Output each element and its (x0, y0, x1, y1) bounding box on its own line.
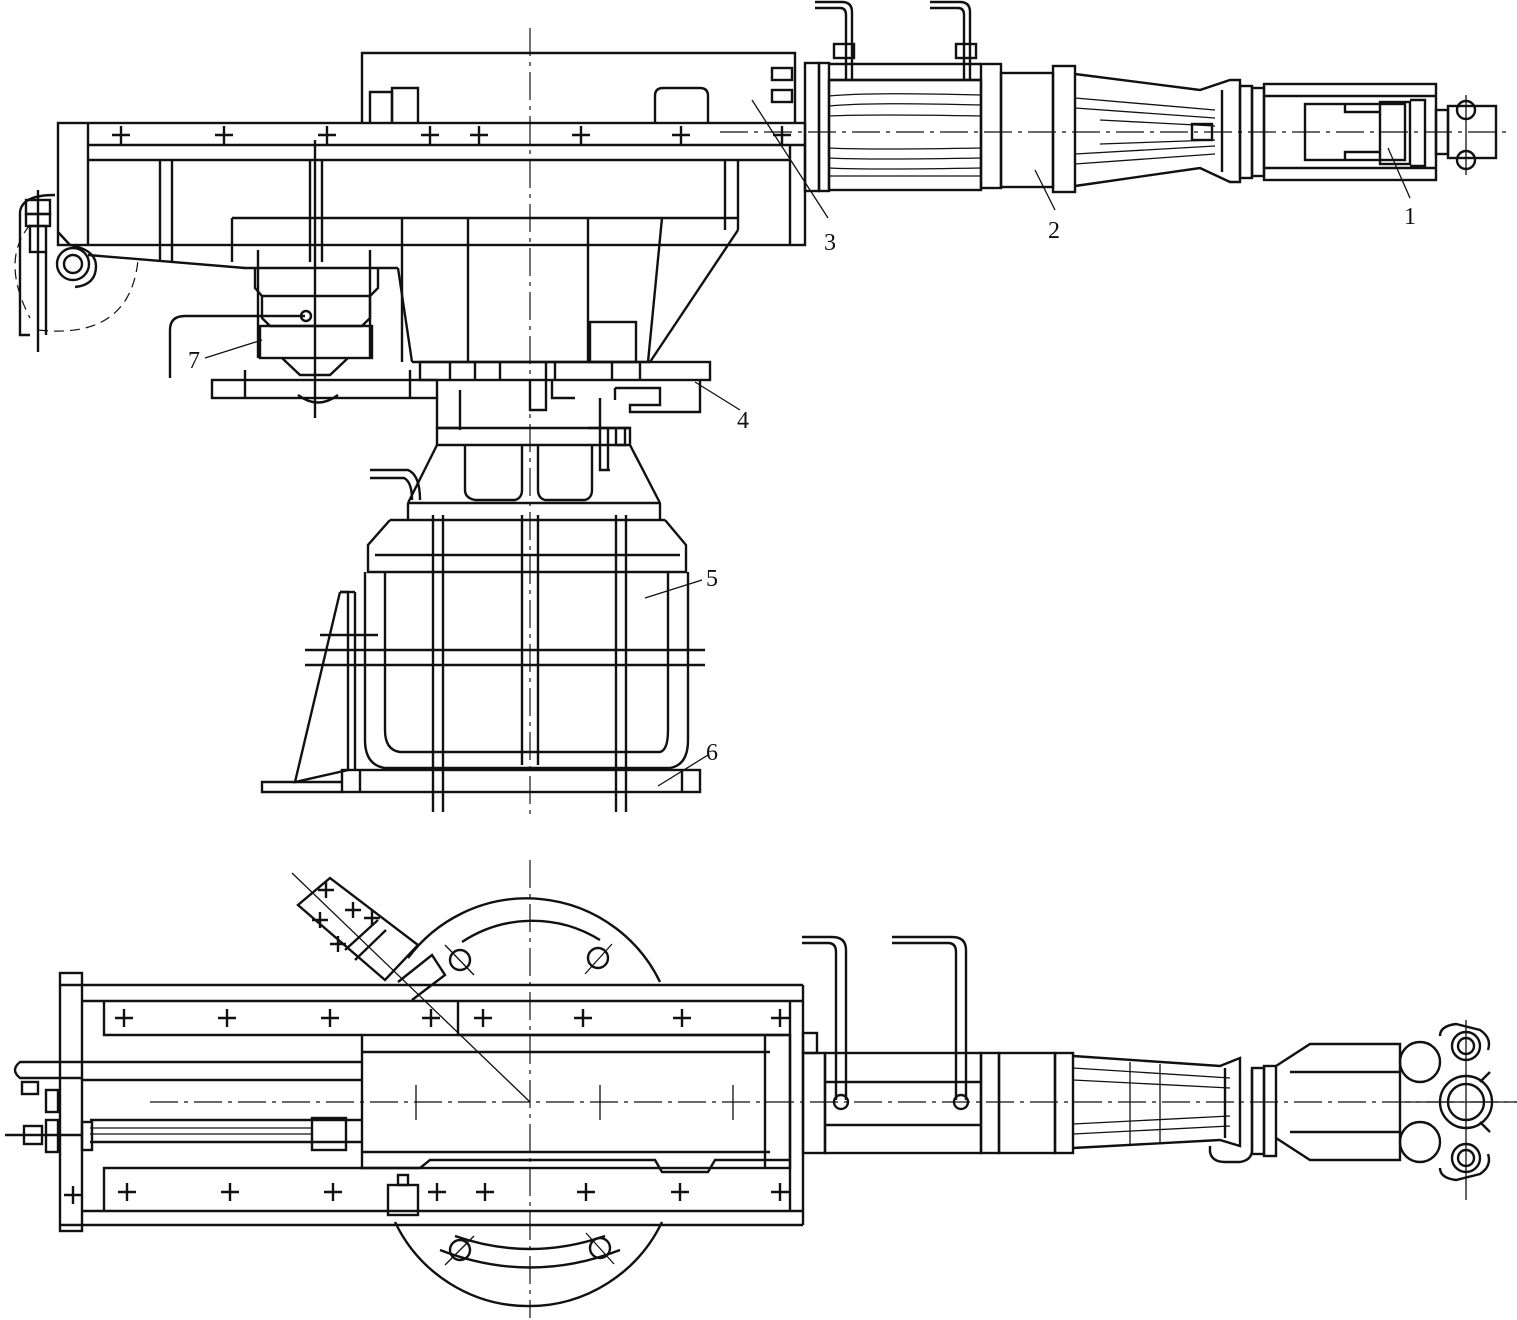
column-neck (370, 390, 662, 520)
slewing-ring (393, 897, 664, 1308)
plan-arm-frame (58, 971, 805, 1233)
upper-housing (360, 51, 797, 123)
elevation-view (14, 0, 1510, 815)
plan-cylinder (801, 935, 1075, 1155)
callout-2: 2 (1048, 218, 1060, 244)
beam-bolt-marks (112, 126, 791, 144)
arm-beam (56, 121, 807, 270)
plan-gripper (1072, 1020, 1517, 1200)
slew-drive-motor (296, 876, 447, 1001)
plan-tie-rods (5, 1060, 94, 1154)
callout-1: 1 (1404, 204, 1416, 230)
callout-labels: 1 2 3 4 5 6 7 (188, 99, 1416, 787)
drive-motor-5 (305, 515, 705, 812)
callout-3: 3 (824, 230, 836, 256)
drive-pinion-7 (168, 140, 398, 418)
arm-sleeve-2 (999, 64, 1242, 194)
plan-view (5, 860, 1517, 1318)
callout-6: 6 (706, 740, 718, 766)
callout-7: 7 (188, 348, 200, 374)
telescopic-cylinder (803, 0, 1003, 193)
callout-4: 4 (737, 408, 749, 434)
base-plate-6 (260, 590, 702, 794)
plan-bolt-marks (64, 1009, 789, 1204)
slewing-bearing-4 (210, 360, 712, 414)
rotary-column (396, 217, 739, 364)
rear-pulley-assembly (14, 190, 139, 352)
gripper-head-1 (1238, 82, 1498, 182)
callout-5: 5 (706, 566, 718, 592)
